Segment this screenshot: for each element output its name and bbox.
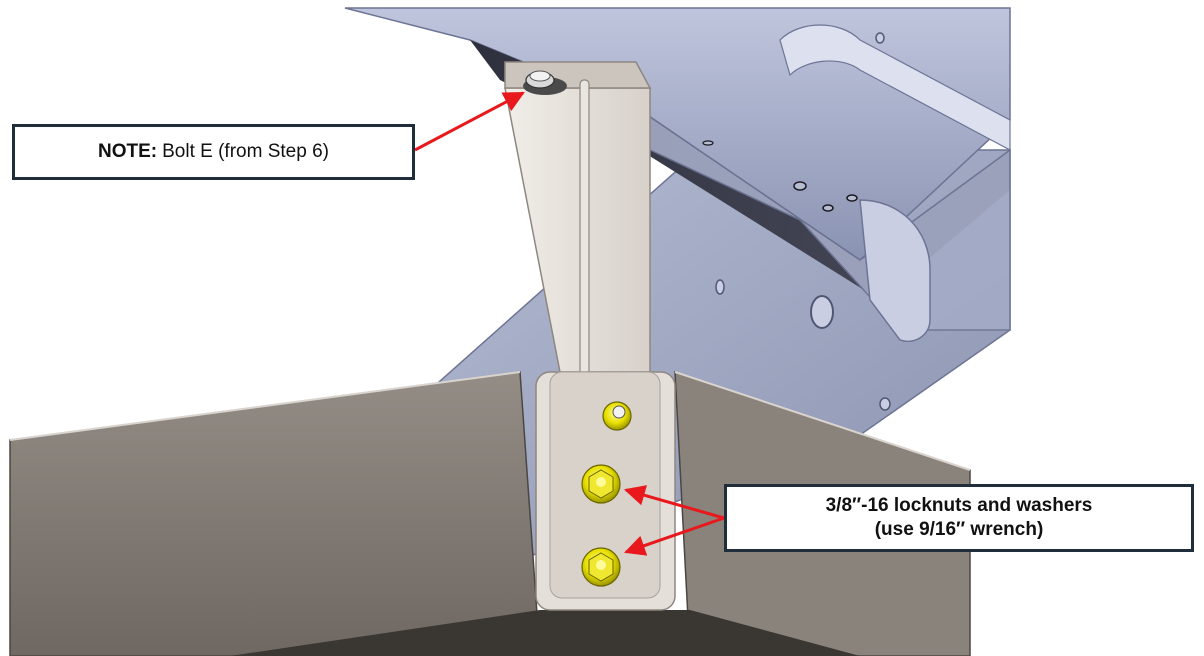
arrow-to-locknut-middle	[623, 485, 725, 520]
locknut-lower	[581, 547, 621, 587]
frame-hole	[846, 194, 858, 202]
box-top-edge	[9, 371, 521, 441]
callout-locknuts-line2: (use 9/16″ wrench)	[874, 519, 1044, 540]
callout-note: NOTE: Bolt E (from Step 6)	[12, 124, 415, 180]
callout-arrows	[414, 91, 725, 556]
bolt-e	[523, 70, 567, 95]
frame-hole	[875, 32, 885, 44]
arrow-to-locknut-lower	[624, 516, 725, 556]
frame-hole	[793, 181, 807, 191]
frame-hole	[822, 204, 834, 212]
frame-bend	[859, 199, 931, 342]
callout-note-lead: NOTE:	[98, 141, 158, 162]
callout-note-text: Bolt E (from Step 6)	[162, 141, 329, 162]
callout-locknuts: 3/8″-16 locknuts and washers (use 9/16″ …	[724, 484, 1194, 552]
arrow-to-bolt-e	[414, 91, 525, 152]
frame-hole	[810, 295, 834, 329]
frame-hole	[715, 279, 725, 295]
frame-hole	[702, 140, 714, 146]
box-top-edge	[674, 371, 971, 471]
box-left-panel	[9, 371, 541, 656]
box-bottom-edge	[230, 610, 860, 656]
callout-locknuts-line1: 3/8″-16 locknuts and washers	[825, 495, 1093, 516]
bracket-nut-upper	[602, 401, 632, 431]
locknut-middle	[581, 464, 621, 504]
frame-tube	[779, 24, 1011, 151]
frame-hole	[879, 397, 891, 411]
